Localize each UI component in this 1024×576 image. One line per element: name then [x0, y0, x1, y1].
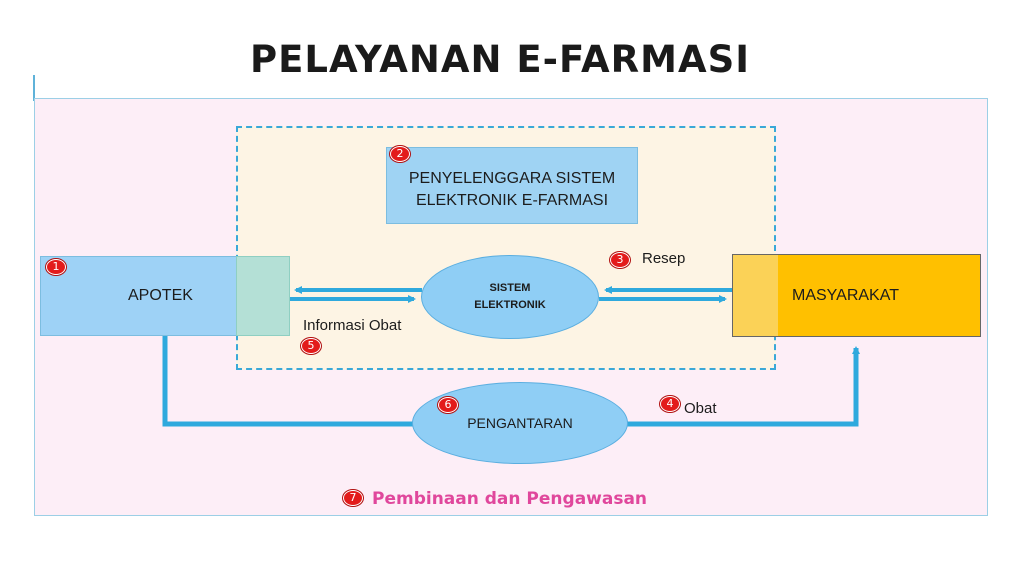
badge-7: 7: [343, 490, 363, 506]
sistem-label-line2: ELEKTRONIK: [474, 299, 546, 311]
badge-3: 3: [610, 252, 630, 268]
pembinaan-label: Pembinaan dan Pengawasan: [372, 489, 648, 509]
arrow-apotek-down-to-pengantaran: [162, 336, 413, 427]
apotek-box-overlap: [236, 256, 290, 336]
resep-label: Resep: [642, 250, 686, 267]
pengantaran-ellipse: PENGANTARAN: [412, 382, 628, 464]
badge-2: 2: [390, 146, 410, 162]
pengantaran-label: PENGANTARAN: [467, 415, 573, 431]
badge-1: 1: [46, 259, 66, 275]
masyarakat-box-overlap: [732, 254, 778, 337]
penyelenggara-label-line2: ELEKTRONIK E-FARMASI: [415, 191, 609, 209]
obat-label: Obat: [684, 400, 717, 417]
apotek-label: APOTEK: [128, 287, 193, 304]
penyelenggara-label-line1: PENYELENGGARA SISTEM: [408, 169, 616, 187]
arrow-pengantaran-to-masyarakat: [627, 346, 860, 427]
sistem-elektronik-ellipse: SISTEM ELEKTRONIK: [421, 255, 599, 339]
page-title: PELAYANAN E-FARMASI: [249, 38, 751, 81]
badge-6: 6: [438, 397, 458, 413]
badge-4: 4: [660, 396, 680, 412]
penyelenggara-box: PENYELENGGARA SISTEM ELEKTRONIK E-FARMAS…: [386, 147, 638, 224]
informasi-obat-label: Informasi Obat: [303, 317, 402, 334]
title-side-rule: [33, 75, 35, 101]
masyarakat-label: MASYARAKAT: [792, 287, 899, 304]
badge-5: 5: [301, 338, 321, 354]
sistem-label-line1: SISTEM: [489, 282, 531, 294]
